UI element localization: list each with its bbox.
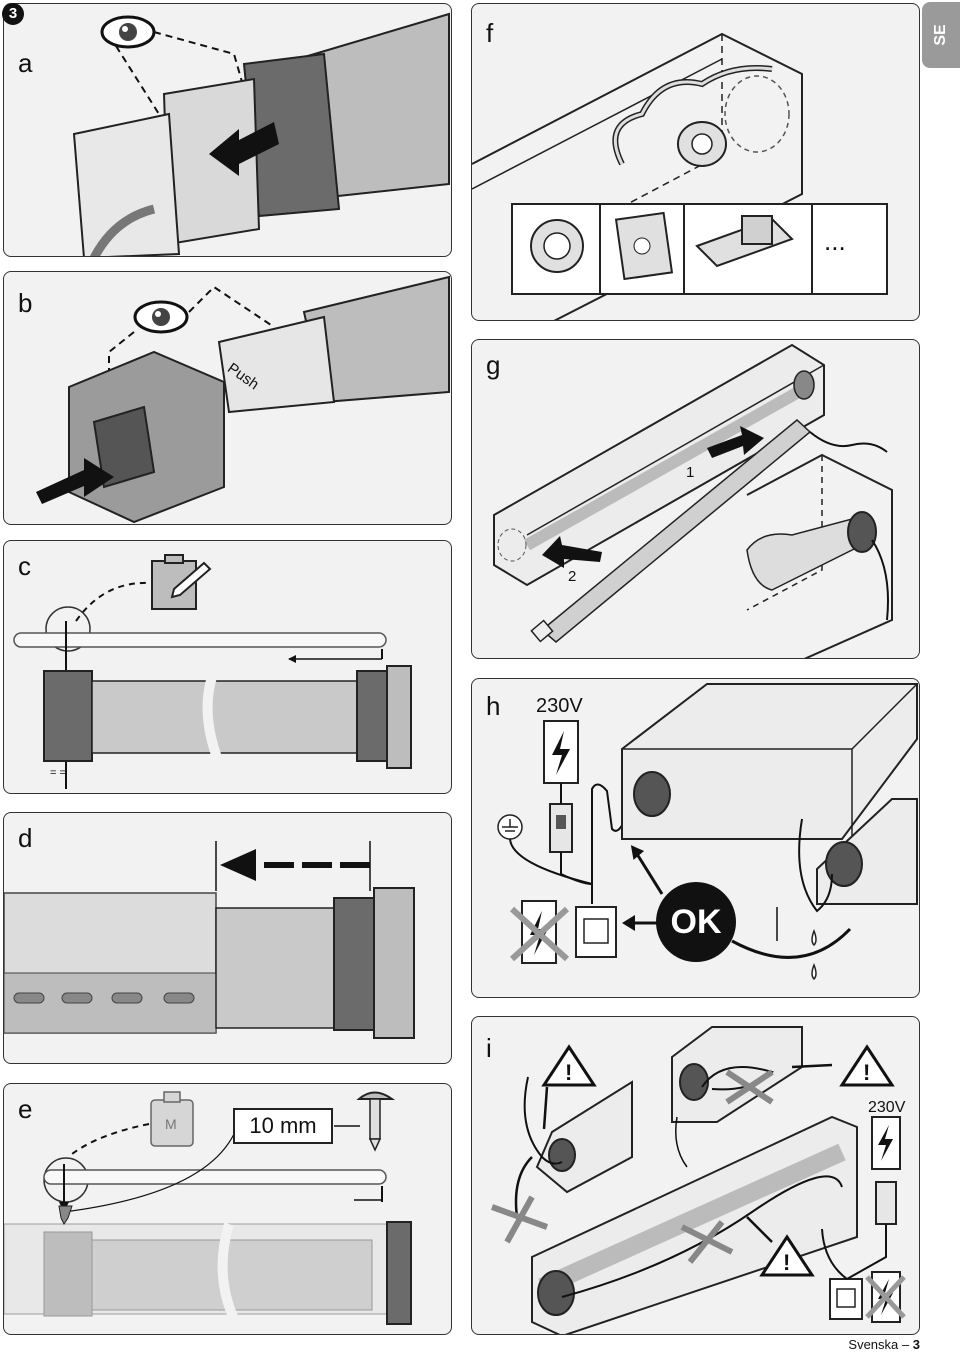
panel-f: f ... (471, 3, 920, 321)
panel-g-label: g (486, 350, 501, 380)
screw-size-label: 10 mm (233, 1108, 333, 1144)
insert-tube-drawing (4, 841, 415, 1039)
footer-language: Svenska (848, 1337, 899, 1352)
panel-i-label: i (486, 1033, 492, 1063)
warning-icon-bottom: ! (759, 1234, 815, 1277)
no-high-voltage-icon (509, 900, 570, 964)
measure-tube-drawing (13, 554, 412, 789)
step-2-label: 2 (568, 568, 577, 585)
no-high-voltage-icon-i (865, 1271, 906, 1323)
eye-icon (133, 300, 189, 334)
screw-tube-drawing (4, 1091, 412, 1325)
footer-page-number: 3 (912, 1337, 920, 1352)
panel-a-label: a (18, 48, 33, 78)
svg-text:!: ! (863, 1060, 870, 1085)
panel-f-label: f (486, 18, 494, 48)
footer-separator: – (901, 1337, 910, 1352)
step-1-label: 1 (686, 464, 695, 481)
panel-d: d (3, 812, 452, 1064)
ring-bracket-icon (530, 219, 584, 273)
wall-switch-icon-i (829, 1278, 863, 1320)
angle-bracket-icon (695, 215, 794, 268)
panel-d-label: d (18, 823, 33, 853)
panel-c-label: c (18, 551, 31, 581)
panel-e: e M (3, 1083, 452, 1335)
panel-b: b Push (3, 271, 452, 525)
panel-h-label: h (486, 691, 501, 721)
svg-text:!: ! (565, 1060, 572, 1085)
high-voltage-icon-i (871, 1116, 901, 1170)
panel-b-label: b (18, 288, 33, 318)
wall-switch-icon (575, 906, 617, 958)
wrong-installation-drawing: ! ! ! (490, 1026, 906, 1334)
panel-a: a (3, 3, 452, 257)
panel-c: c = = (3, 540, 452, 794)
step-number-badge: 3 (2, 3, 24, 25)
ground-icon (497, 814, 523, 840)
language-tab: SE (922, 2, 960, 68)
motor-adapter-drawing (72, 12, 450, 256)
tube-install-drawing (493, 343, 893, 658)
svg-text:!: ! (783, 1250, 790, 1275)
panel-i: i 230V ! ! (471, 1016, 920, 1335)
panel-h: h 230V (471, 678, 920, 998)
voltage-label: 230V (536, 695, 583, 717)
weight-icon (150, 1091, 194, 1147)
drive-wheel-drawing (36, 275, 450, 524)
panel-g: g 1 2 (471, 339, 920, 659)
more-brackets-label: ... (824, 226, 846, 256)
bracket-wall-drawing (472, 32, 888, 320)
voltage-label-i: 230V (868, 1099, 906, 1116)
high-voltage-icon (543, 720, 579, 784)
screw-icon (356, 1091, 396, 1152)
eye-icon (100, 15, 156, 49)
equal-distance-marks: = = (50, 767, 66, 779)
electrical-connection-drawing (497, 683, 918, 981)
warning-icon-top-right: ! (839, 1044, 895, 1087)
panel-e-label: e (18, 1094, 33, 1124)
warning-icon: ! (541, 1044, 597, 1087)
weight-mark: M (165, 1116, 177, 1132)
clipboard-pencil-icon (151, 554, 212, 610)
ok-badge: OK (656, 882, 736, 962)
language-tab-label: SE (932, 24, 949, 46)
page-footer: Svenska – 3 (848, 1337, 920, 1352)
plate-bracket-icon (614, 211, 674, 281)
